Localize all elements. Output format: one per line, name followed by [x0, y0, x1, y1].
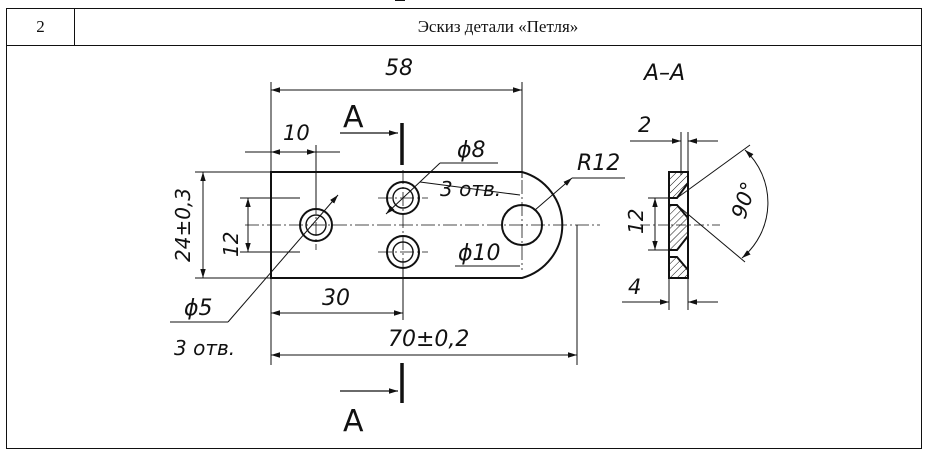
- dim-24: [195, 171, 271, 279]
- dim-24-label: 24±0,3: [171, 188, 195, 262]
- section-dim-12: [648, 197, 670, 251]
- dim-phi5-label: ϕ5: [184, 296, 213, 321]
- dim-30: [270, 268, 404, 365]
- section-view-profile: [668, 171, 689, 279]
- section-dim-2-label: 2: [638, 113, 651, 137]
- section-dim-2: [630, 132, 718, 175]
- dim-58: [270, 82, 523, 178]
- section-angle-label: 90°: [727, 179, 761, 222]
- section-dim-4: [622, 278, 718, 310]
- dim-r12-label: R12: [577, 151, 620, 176]
- section-dim-4-label: 4: [628, 275, 641, 299]
- section-arrow-bottom: [340, 363, 404, 403]
- section-mark-top: А: [343, 100, 364, 135]
- row-number-cell: 2: [7, 9, 75, 45]
- dim-12-inner-label: 12: [219, 232, 243, 257]
- dim-10-label: 10: [283, 121, 310, 145]
- dim-70: [271, 225, 578, 365]
- dim-70-label: 70±0,2: [388, 327, 469, 352]
- section-arrow-top: [340, 123, 404, 165]
- section-mark-bottom: А: [343, 404, 364, 439]
- dim-58-label: 58: [385, 56, 413, 81]
- row-title-cell: Эскиз детали «Петля»: [417, 17, 579, 36]
- dim-12-inner: [240, 197, 300, 253]
- leader-r12: [534, 177, 625, 211]
- dim-phi10-label: ϕ10: [458, 241, 501, 266]
- leader-phi8: [385, 162, 521, 215]
- dim-holes-top-label: 3 отв.: [440, 177, 501, 201]
- dim-30-label: 30: [322, 286, 350, 311]
- leader-phi5: [170, 194, 339, 323]
- table-frame: 2 Эскиз детали «Петля»: [6, 8, 922, 449]
- dim-phi8-label: ϕ8: [457, 138, 486, 163]
- table-header-row: 2 Эскиз детали «Петля»: [7, 9, 921, 46]
- section-view-title: А–А: [642, 61, 685, 86]
- section-angle-90: [676, 144, 769, 263]
- section-dim-12-label: 12: [624, 209, 648, 234]
- dim-10: [245, 145, 340, 210]
- dim-holes-bottom-label: 3 отв.: [174, 336, 235, 360]
- page-edge-mark: [395, 0, 405, 3]
- plate-outline: [270, 171, 564, 279]
